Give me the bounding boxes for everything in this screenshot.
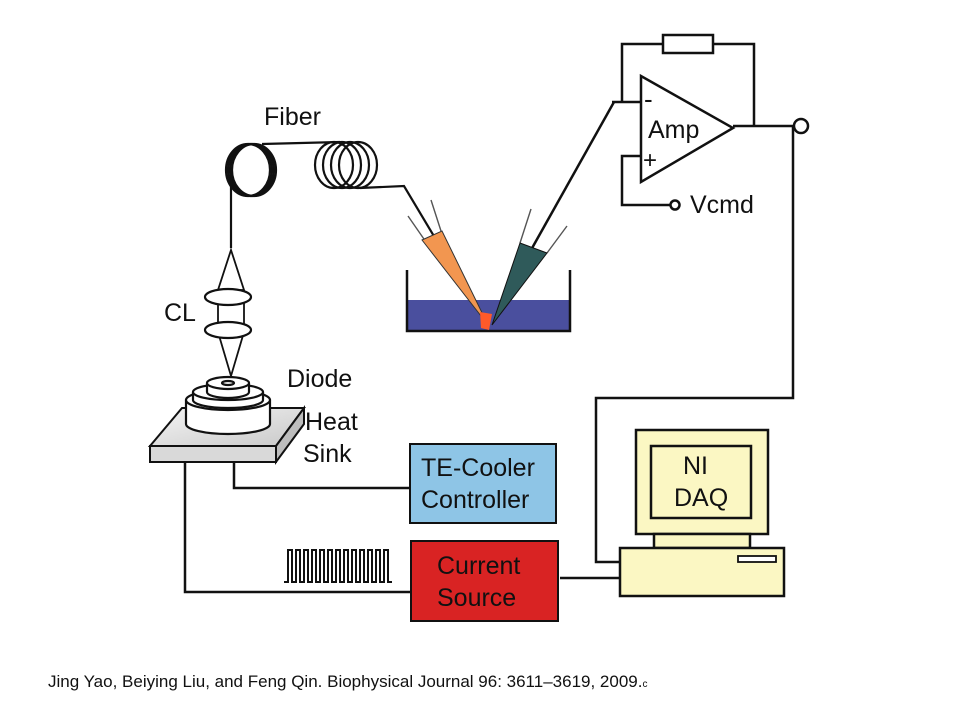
fiber-label: Fiber	[264, 103, 321, 131]
feedback-resistor	[661, 33, 715, 55]
sink-label: Sink	[303, 440, 352, 468]
bath-chamber	[405, 270, 572, 333]
orange-pipette	[407, 199, 492, 330]
ni-label: NI	[683, 452, 708, 480]
citation-tail: c	[642, 679, 648, 690]
controller-label: Controller	[421, 486, 529, 514]
computer-neck	[652, 532, 752, 550]
collimating-lens-assembly	[216, 247, 246, 380]
amp-label: Amp	[648, 116, 699, 144]
cl-label: CL	[164, 299, 196, 327]
amplifier-triangle	[639, 73, 736, 185]
te-cooler-box	[409, 443, 557, 524]
source-label: Source	[437, 584, 516, 612]
citation: Jing Yao, Beiying Liu, and Feng Qin. Bio…	[48, 672, 647, 692]
daq-label: DAQ	[674, 484, 728, 512]
vcmd-terminal	[669, 199, 681, 211]
te-cooler-label: TE-Cooler	[421, 454, 535, 482]
disk-slot	[737, 555, 777, 563]
lens-upper	[203, 287, 253, 307]
diode-label: Diode	[287, 365, 352, 393]
setup-diagram: - Amp + Vcmd Fiber CL Heat Sink	[147, 33, 810, 622]
output-terminal	[792, 117, 810, 135]
vcmd-label: Vcmd	[690, 191, 754, 219]
lens-lower	[203, 320, 253, 340]
optical-fiber	[224, 140, 488, 326]
green-pipette	[491, 208, 568, 326]
computer	[618, 428, 786, 598]
heat-label: Heat	[305, 408, 358, 436]
amp-plus-label: +	[643, 147, 657, 174]
current-source-box	[410, 540, 559, 622]
current-label: Current	[437, 552, 520, 580]
laser-diode	[184, 375, 272, 436]
computer-screen	[649, 444, 753, 520]
pulse-train-waveform	[284, 549, 392, 583]
citation-text: Jing Yao, Beiying Liu, and Feng Qin. Bio…	[48, 672, 643, 691]
amp-minus-label: -	[644, 84, 653, 114]
